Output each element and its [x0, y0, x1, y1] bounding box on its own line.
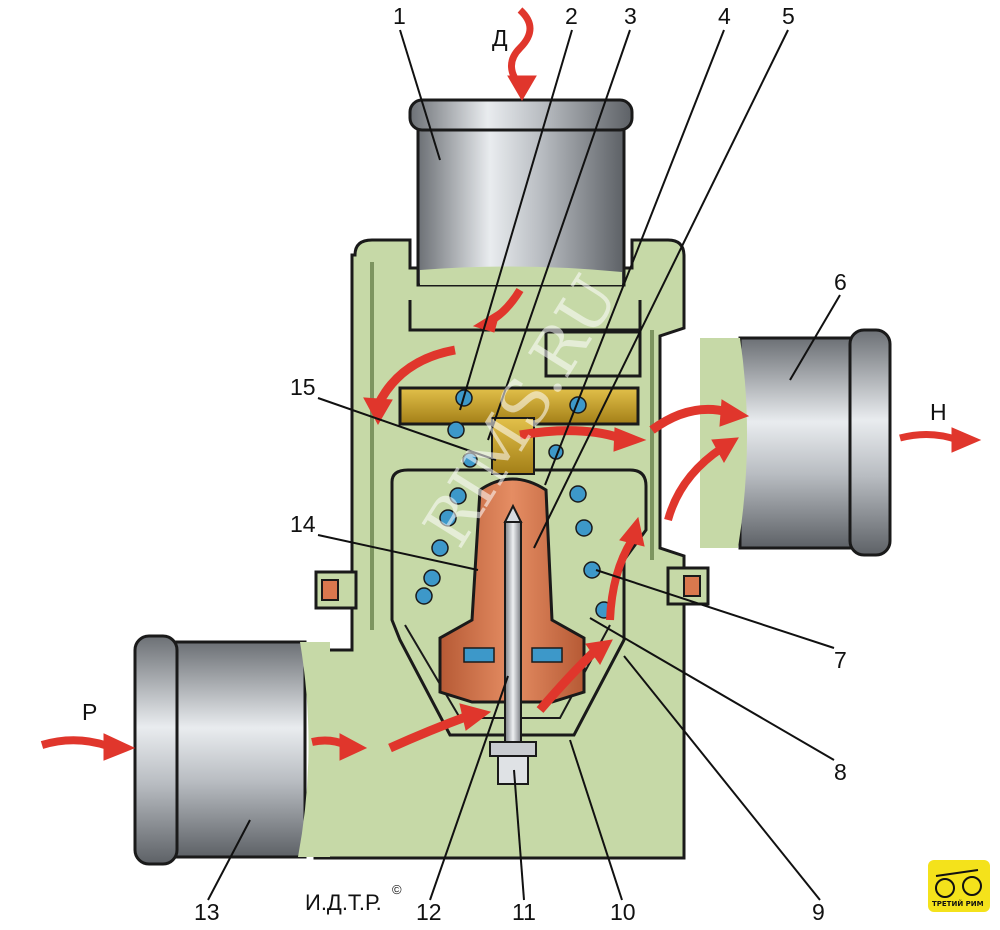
- label-3: 3: [624, 3, 637, 29]
- credit-text: И.Д.Т.Р.: [305, 890, 382, 915]
- wheel-icon: [962, 876, 982, 896]
- part-labels: 1 2 3 4 5 6 7 8 9 10 11 12 13 14 15: [194, 3, 847, 925]
- inlet-pipe-top: [408, 98, 634, 287]
- inlet-pipe-left: [133, 634, 330, 866]
- label-8: 8: [834, 759, 847, 785]
- label-6: 6: [834, 269, 847, 295]
- flow-label-top: Д: [492, 25, 508, 51]
- copyright-mark: ©: [392, 882, 402, 897]
- label-5: 5: [782, 3, 795, 29]
- label-14: 14: [290, 511, 316, 537]
- label-10: 10: [610, 899, 636, 925]
- label-15: 15: [290, 374, 316, 400]
- label-1: 1: [393, 3, 406, 29]
- label-7: 7: [834, 647, 847, 673]
- logo-text: ТРЕТИЙ РИМ: [932, 899, 984, 908]
- label-13: 13: [194, 899, 220, 925]
- rod-nut: [489, 741, 537, 785]
- flow-label-left: Р: [82, 699, 97, 725]
- wheel-icon: [935, 878, 955, 898]
- label-11: 11: [512, 899, 536, 925]
- publisher-logo: ТРЕТИЙ РИМ: [928, 860, 990, 912]
- flow-label-right: Н: [930, 399, 947, 425]
- label-2: 2: [565, 3, 578, 29]
- credit: И.Д.Т.Р. ©: [305, 882, 402, 915]
- label-12: 12: [416, 899, 442, 925]
- bypass-valve: [398, 386, 640, 475]
- label-4: 4: [718, 3, 731, 29]
- piston-rod: [503, 503, 523, 763]
- flow-labels: Д Н Р: [82, 25, 947, 725]
- outlet-pipe-right: [700, 328, 892, 557]
- leader-lines: [207, 29, 841, 901]
- label-9: 9: [812, 899, 825, 925]
